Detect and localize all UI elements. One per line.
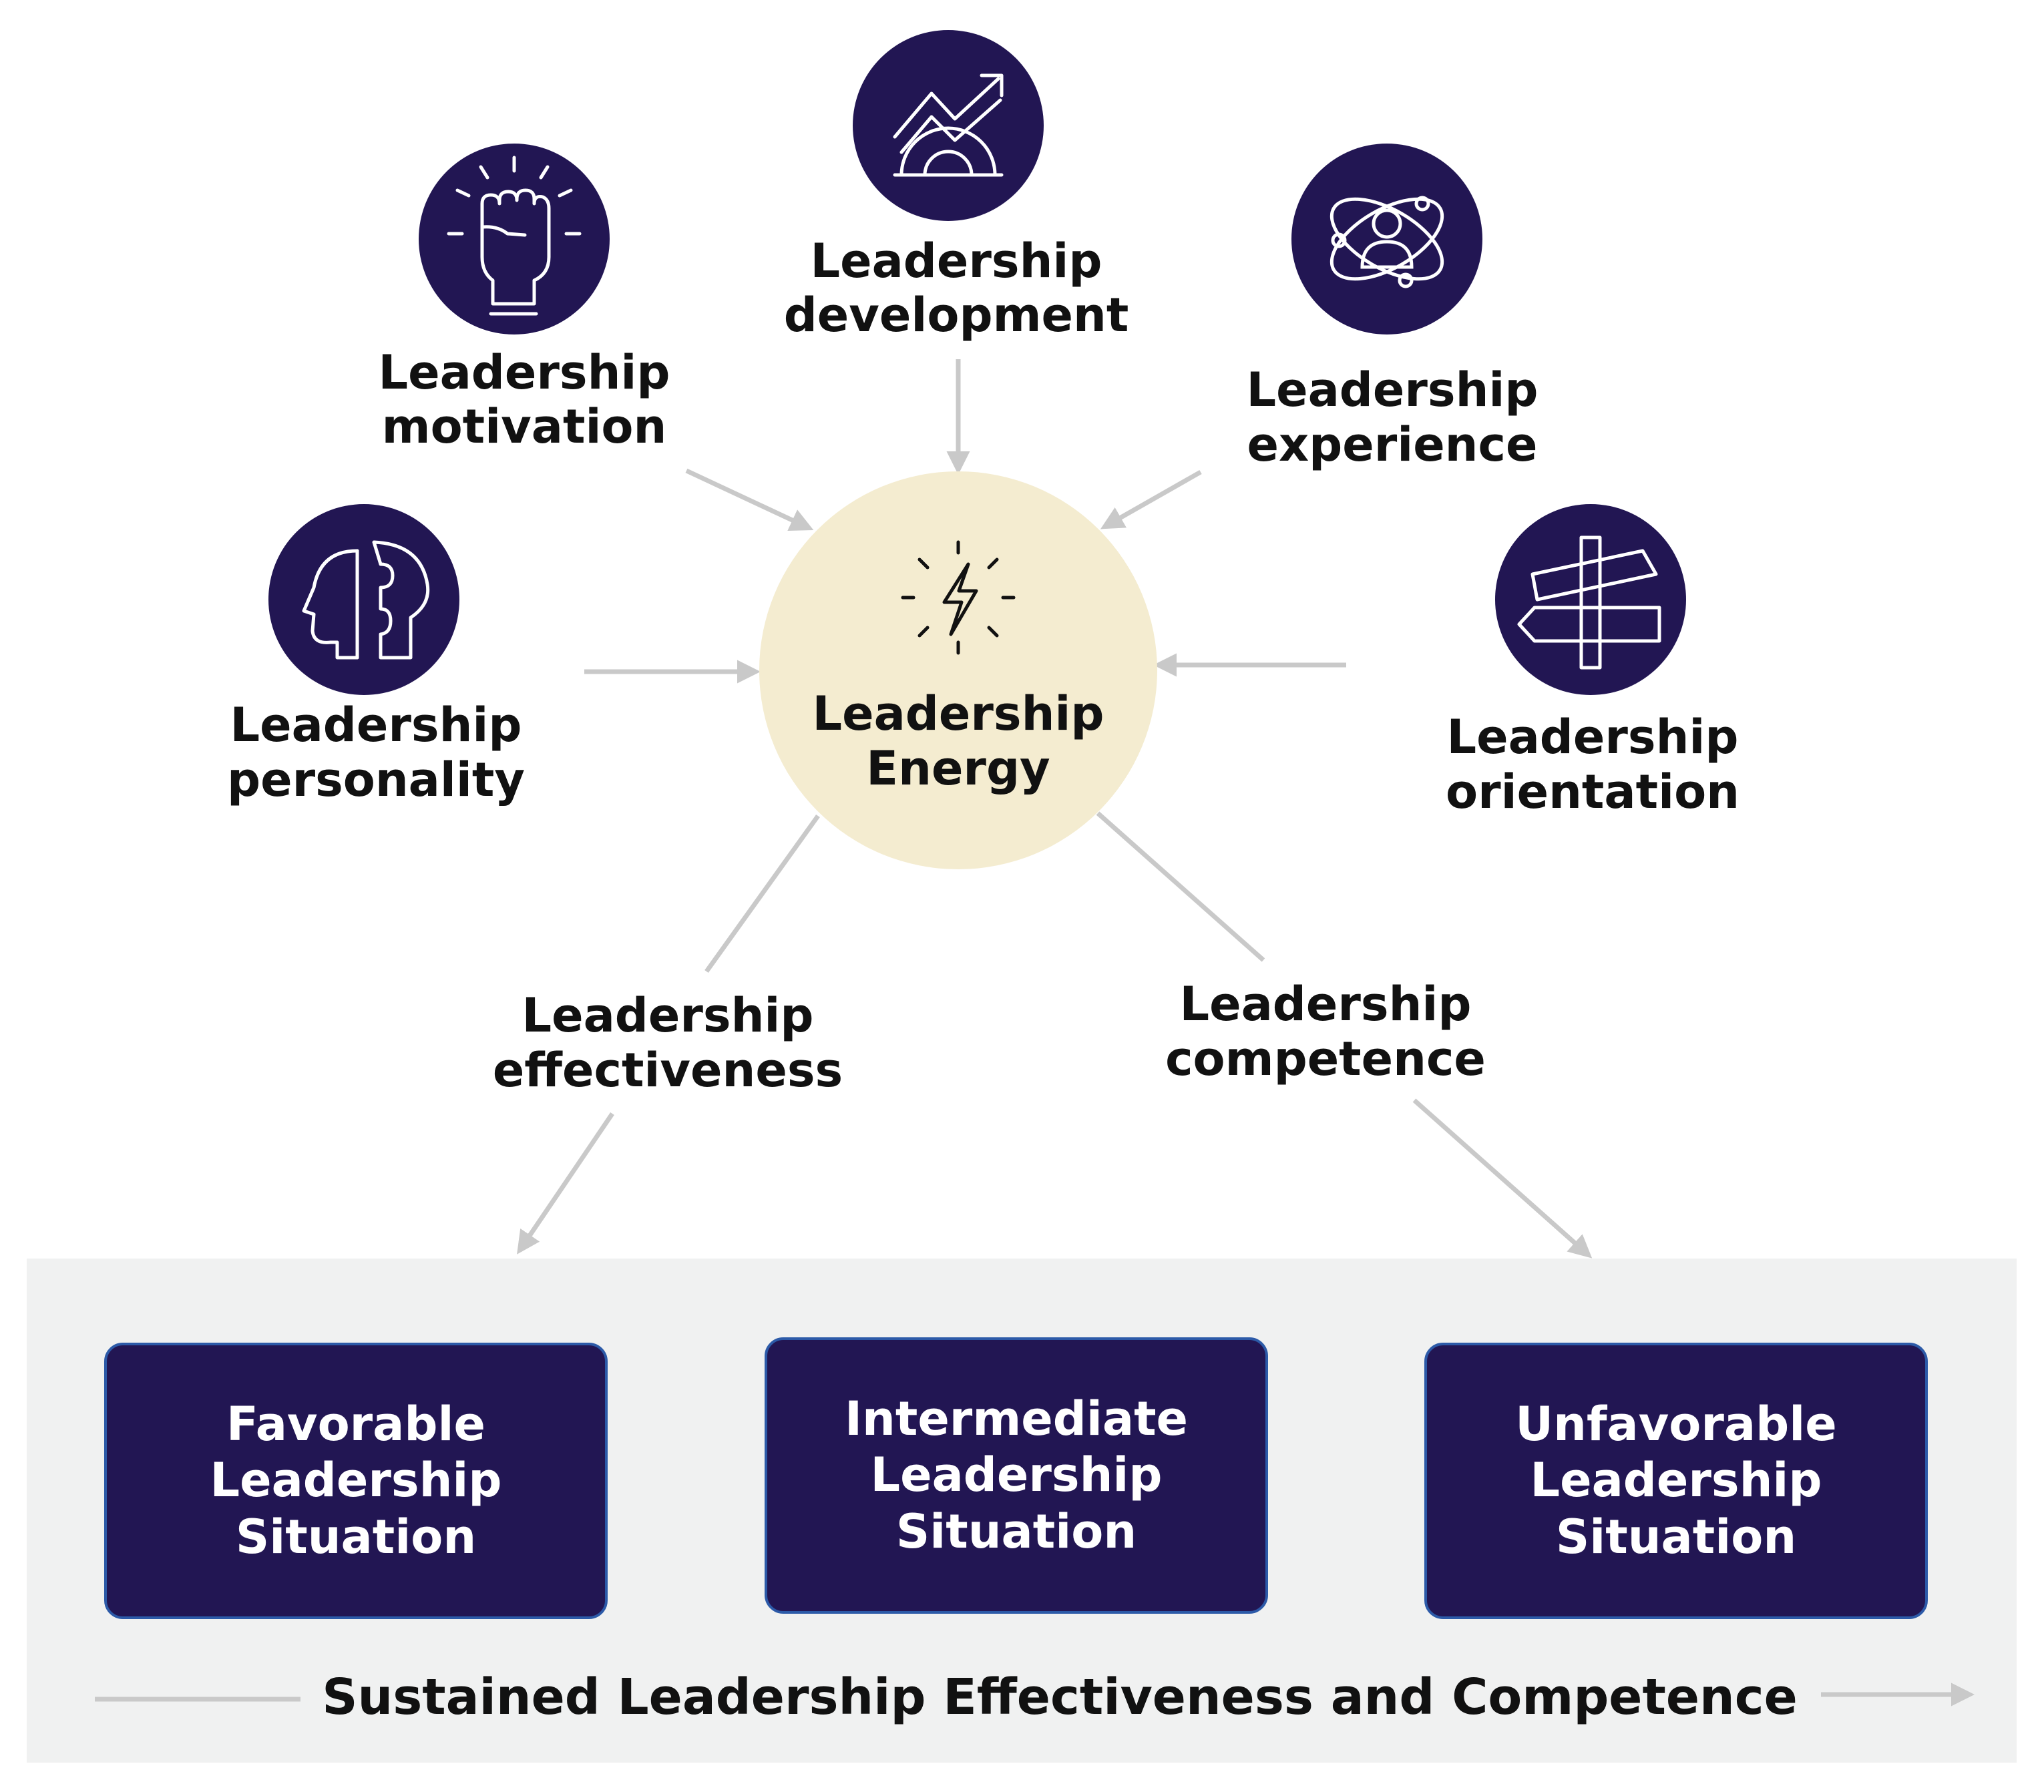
situation-box-favorable: Favorable Leadership Situation — [104, 1343, 608, 1619]
competence-label-line2: competence — [1165, 1032, 1486, 1086]
experience-icon-circle — [1291, 144, 1482, 334]
favorable-line3: Situation — [236, 1510, 476, 1564]
motivation-icon-circle — [419, 144, 610, 334]
personality-icon-circle — [268, 504, 459, 695]
atom-person-icon — [1330, 196, 1444, 288]
competence-label-line1: Leadership — [1179, 977, 1471, 1032]
line-energy-to-competence — [1096, 811, 1265, 962]
development-icon-circle — [853, 30, 1044, 221]
output-node-effectiveness: Leadership effectiveness — [493, 988, 843, 1098]
arrow-experience-to-energy — [1100, 469, 1202, 529]
personality-label-line1: Leadership — [230, 698, 522, 752]
intermediate-line2: Leadership — [870, 1447, 1162, 1502]
intermediate-line1: Intermediate — [845, 1391, 1188, 1446]
experience-label-line2: experience — [1247, 417, 1537, 472]
input-node-personality: Leadership personality — [227, 504, 525, 807]
favorable-line2: Leadership — [210, 1453, 501, 1508]
favorable-box — [104, 1343, 608, 1619]
motivation-label-line1: Leadership — [378, 345, 670, 400]
orientation-label-line1: Leadership — [1446, 710, 1738, 764]
lightning-bolt-icon — [901, 540, 1016, 655]
growth-gear-icon — [893, 73, 1004, 177]
unfavorable-line1: Unfavorable — [1515, 1397, 1836, 1451]
motivation-label-line2: motivation — [382, 399, 667, 454]
center-label-line2: Energy — [866, 741, 1050, 796]
input-node-development: Leadership development — [784, 30, 1129, 343]
input-node-experience: Leadership experience — [1246, 144, 1539, 472]
personality-label-line2: personality — [227, 752, 525, 807]
arrow-competence-to-situation — [1412, 1098, 1593, 1259]
puzzle-head-icon — [302, 540, 430, 660]
effectiveness-label-line1: Leadership — [522, 988, 813, 1043]
favorable-line1: Favorable — [226, 1397, 485, 1451]
arrow-motivation-to-energy — [685, 468, 814, 531]
unfavorable-line2: Leadership — [1530, 1453, 1822, 1508]
center-label-line1: Leadership — [812, 686, 1104, 741]
intermediate-box — [765, 1337, 1268, 1614]
effectiveness-label-line2: effectiveness — [493, 1043, 843, 1098]
unfavorable-line3: Situation — [1556, 1510, 1796, 1564]
experience-label-line1: Leadership — [1246, 363, 1538, 417]
input-node-orientation: Leadership orientation — [1446, 504, 1740, 819]
leadership-energy-node: Leadership Energy — [759, 471, 1157, 869]
footer-caption: Sustained Leadership Effectiveness and C… — [322, 1668, 1798, 1726]
signpost-icon — [1517, 535, 1661, 670]
line-energy-to-effectiveness — [704, 814, 820, 973]
connector-arrows — [95, 359, 1975, 1707]
development-label-line1: Leadership — [810, 234, 1102, 288]
orientation-label-line2: orientation — [1446, 764, 1740, 819]
unfavorable-box — [1424, 1343, 1928, 1619]
intermediate-line3: Situation — [896, 1504, 1137, 1559]
input-node-motivation: Leadership motivation — [378, 144, 670, 454]
arrow-effectiveness-to-situation — [517, 1112, 614, 1255]
output-node-competence: Leadership competence — [1165, 977, 1486, 1086]
development-label-line2: development — [784, 288, 1129, 343]
center-circle — [759, 471, 1157, 869]
situation-box-unfavorable: Unfavorable Leadership Situation — [1424, 1343, 1928, 1619]
raised-fist-icon — [447, 156, 582, 316]
situation-box-intermediate: Intermediate Leadership Situation — [765, 1337, 1268, 1614]
